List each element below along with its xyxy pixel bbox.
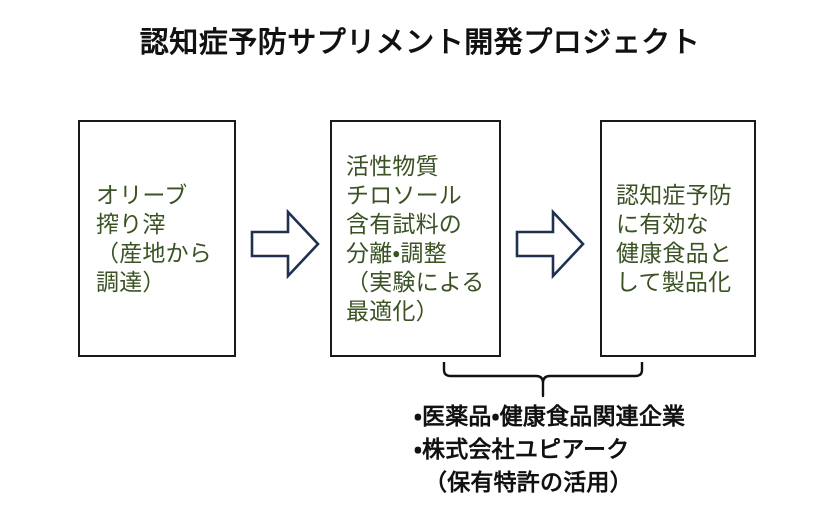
page-title: 認知症予防サプリメント開発プロジェクト bbox=[139, 27, 701, 59]
stage-box-2-label: 活性物質 チロソール 含有試料の 分離・調整 （実験による 最適化） bbox=[346, 152, 485, 324]
arrow-right-icon-1 bbox=[250, 208, 320, 280]
stage-box-1-label: オリーブ 搾り滓 （産地から 調達） bbox=[96, 181, 212, 295]
stage-box-3[interactable]: 認知症予防 に有効な 健康食品と して製品化 bbox=[600, 120, 756, 357]
stage-box-3-label: 認知症予防 に有効な 健康食品と して製品化 bbox=[616, 181, 732, 295]
stage-box-1[interactable]: オリーブ 搾り滓 （産地から 調達） bbox=[78, 120, 236, 357]
partner-line-3: （保有特許の活用） bbox=[424, 469, 633, 495]
arrow-right-icon-2 bbox=[515, 208, 585, 280]
partner-line-1: ・医薬品・健康食品関連企業 bbox=[414, 403, 686, 429]
stage-box-2[interactable]: 活性物質 チロソール 含有試料の 分離・調整 （実験による 最適化） bbox=[330, 120, 501, 357]
partners-list: ・医薬品・健康食品関連企業 ・株式会社ユピアーク （保有特許の活用） bbox=[414, 400, 834, 499]
curly-brace-icon bbox=[440, 358, 650, 402]
partner-line-2: ・株式会社ユピアーク bbox=[414, 436, 630, 462]
